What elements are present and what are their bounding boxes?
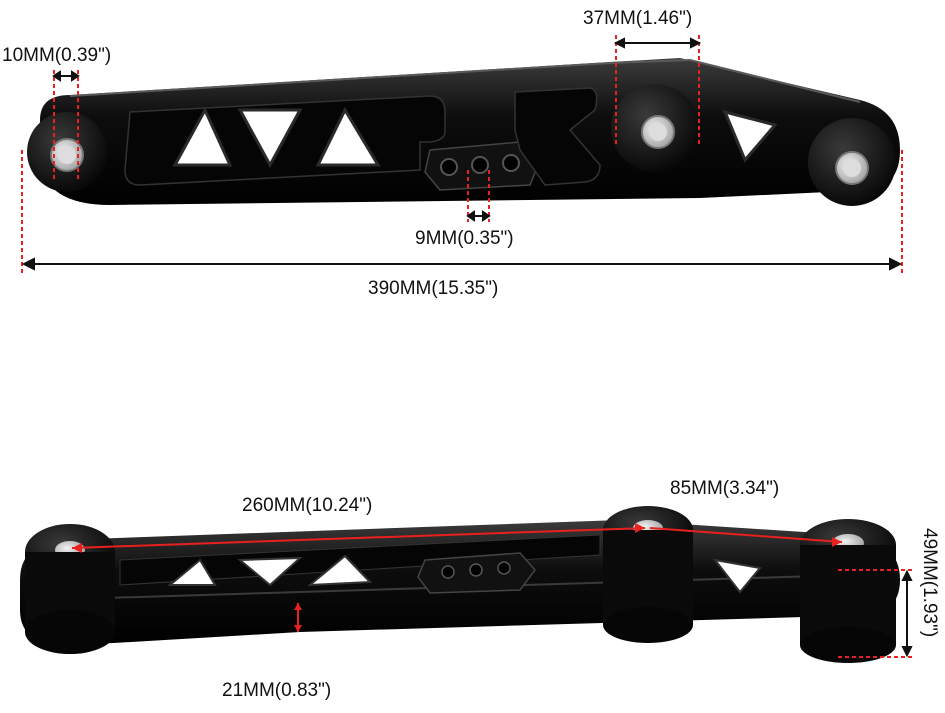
top-middle-bushing: [611, 84, 699, 172]
top-left-bushing: [27, 112, 107, 192]
triangle-cutout: [722, 109, 778, 163]
bushing-spacing-label: 37MM(1.46"): [583, 8, 693, 29]
side-left-bushing: [25, 524, 115, 654]
end-spacing-label: 85MM(3.34"): [670, 478, 780, 499]
top-right-bushing: [808, 118, 896, 206]
top-view-arrows: [21, 37, 903, 271]
height-label: 49MM(1.93"): [919, 528, 940, 638]
side-triangle-cutout: [307, 554, 373, 587]
height-arrow: [901, 569, 913, 658]
side-triangle-cutout: [237, 556, 303, 587]
triangle-cutout: [315, 106, 381, 167]
side-triangle-cutout: [167, 558, 217, 586]
bushing-thickness-label: 10MM(0.39"): [2, 45, 112, 66]
adjust-hole: [440, 158, 458, 176]
center-to-center-label: 260MM(10.24"): [242, 495, 373, 516]
top-view-dimension-lines: [21, 35, 903, 275]
side-triangle-cutout: [712, 558, 762, 594]
side-right-bushing: [800, 519, 896, 663]
side-middle-bushing: [603, 506, 693, 643]
top-arm-body: [40, 58, 900, 205]
hole-spacing-label: 9MM(0.35"): [415, 228, 514, 249]
adjust-hole: [502, 154, 520, 172]
overall-length-label: 390MM(15.35"): [368, 278, 499, 299]
triangle-cutout: [172, 106, 233, 167]
adjust-hole: [471, 156, 489, 174]
side-view-arrows: [72, 523, 842, 632]
side-arm-body: [20, 520, 900, 646]
triangle-cutout: [237, 108, 303, 169]
arm-thickness-label: 21MM(0.83"): [222, 680, 332, 701]
